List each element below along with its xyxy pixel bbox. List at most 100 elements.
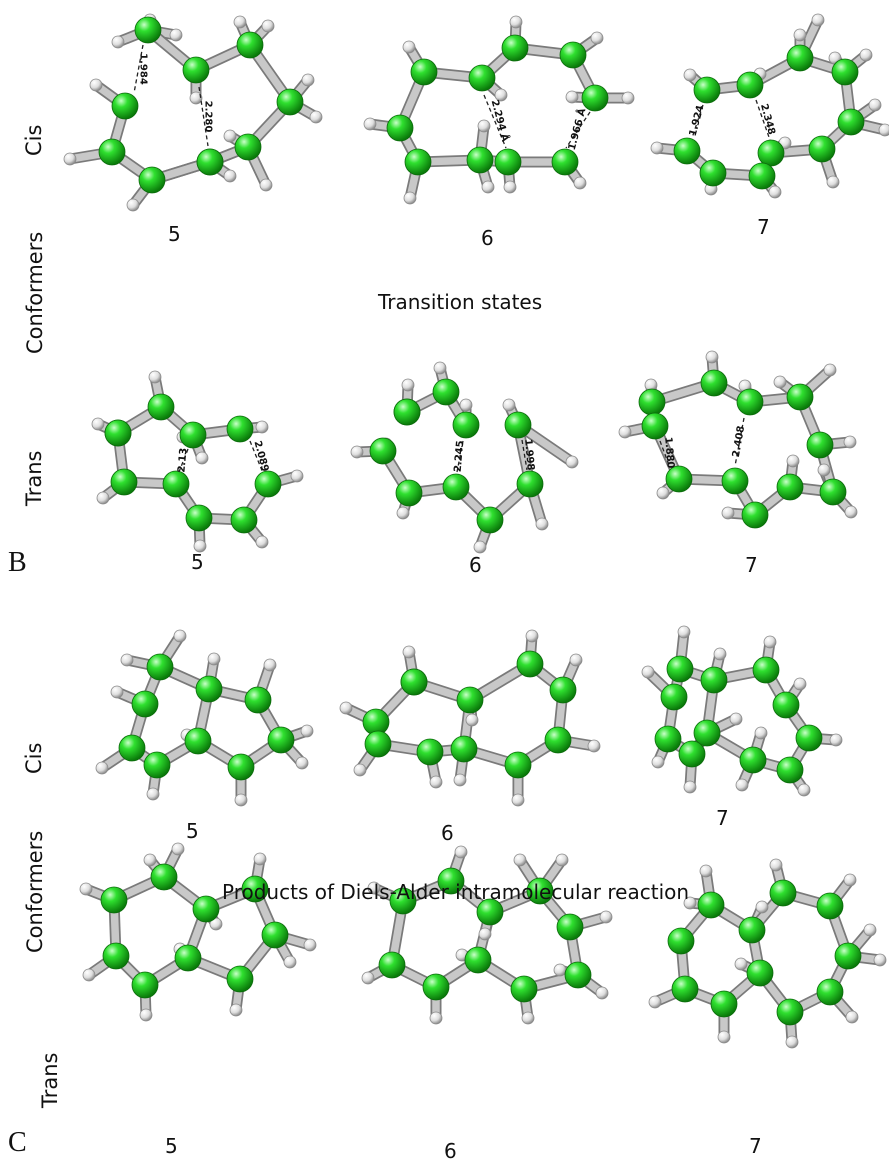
carbon-atom xyxy=(693,719,721,747)
carbon-atom xyxy=(808,135,836,163)
hydrogen-atom xyxy=(503,180,517,194)
hydrogen-atom xyxy=(478,927,492,941)
hydrogen-atom xyxy=(223,169,237,183)
hydrogen-atom xyxy=(793,677,807,691)
label-trans-7-ts: 7 xyxy=(745,553,758,577)
carbon-atom xyxy=(700,369,728,397)
hydrogen-atom xyxy=(465,713,479,727)
carbon-atom xyxy=(254,470,282,498)
hydrogen-atom xyxy=(367,881,381,895)
carbon-atom xyxy=(510,975,538,1003)
hydrogen-atom xyxy=(309,110,323,124)
carbon-atom xyxy=(551,148,579,176)
carbon-atom xyxy=(693,76,721,104)
hydrogen-atom xyxy=(361,971,375,985)
hydrogen-atom xyxy=(699,864,713,878)
hydrogen-atom xyxy=(146,787,160,801)
hydrogen-atom xyxy=(573,176,587,190)
carbon-atom xyxy=(442,473,470,501)
carbon-atom xyxy=(834,942,862,970)
forming-bond-line xyxy=(483,94,507,149)
carbon-atom xyxy=(665,465,693,493)
carbon-atom xyxy=(752,656,780,684)
hydrogen-atom xyxy=(143,853,157,867)
hydrogen-atom xyxy=(683,896,697,910)
carbon-atom xyxy=(786,44,814,72)
carbon-atom xyxy=(564,961,592,989)
hydrogen-atom xyxy=(82,968,96,982)
carbon-atom xyxy=(795,724,823,752)
distance-label: 2.294 Å xyxy=(489,98,513,143)
carbon-atom xyxy=(267,726,295,754)
label-cis-5-ts: 5 xyxy=(168,222,181,246)
carbon-atom xyxy=(437,867,465,895)
distance-label: 1.998 xyxy=(522,439,536,472)
hydrogen-atom xyxy=(826,175,840,189)
hydrogen-atom xyxy=(873,953,887,967)
carbon-atom xyxy=(710,990,738,1018)
row-label-cis-b: Cis xyxy=(22,124,46,156)
hydrogen-atom xyxy=(677,625,691,639)
label-cis-7-ts: 7 xyxy=(757,215,770,239)
carbon-atom xyxy=(741,501,769,529)
hydrogen-atom xyxy=(402,645,416,659)
product-trans-5 xyxy=(79,842,317,1022)
carbon-atom xyxy=(102,942,130,970)
hydrogen-atom xyxy=(683,780,697,794)
hydrogen-atom xyxy=(350,445,364,459)
carbon-atom xyxy=(476,898,504,926)
hydrogen-atom xyxy=(259,178,273,192)
carbon-atom xyxy=(544,726,572,754)
carbon-atom xyxy=(131,971,159,999)
hydrogen-atom xyxy=(223,129,237,143)
carbon-atom xyxy=(654,725,682,753)
carbon-atom xyxy=(192,895,220,923)
hydrogen-atom xyxy=(110,685,124,699)
carbon-atom xyxy=(100,886,128,914)
hydrogen-atom xyxy=(863,923,877,937)
carbon-atom xyxy=(184,727,212,755)
forming-bond-line xyxy=(249,440,264,474)
hydrogen-atom xyxy=(768,185,782,199)
hydrogen-atom xyxy=(683,68,697,82)
hydrogen-atom xyxy=(785,1035,799,1049)
forming-bond-line xyxy=(133,44,144,94)
hydrogen-atom xyxy=(189,91,203,105)
title-products-diels-alder: Products of Diels-Alder intramolecular r… xyxy=(222,880,690,904)
carbon-atom xyxy=(697,891,725,919)
carbon-atom xyxy=(196,148,224,176)
hydrogen-atom xyxy=(590,31,604,45)
carbon-atom xyxy=(806,431,834,459)
distance-trans-5-b: 2.089 xyxy=(249,440,270,474)
label-trans-6-product: 6 xyxy=(444,1139,457,1163)
carbon-atom xyxy=(837,108,865,136)
carbon-atom xyxy=(162,470,190,498)
hydrogen-atom xyxy=(429,775,443,789)
hydrogen-atom xyxy=(283,955,297,969)
distance-label: 1.966 Å xyxy=(565,106,589,151)
carbon-atom xyxy=(236,31,264,59)
hydrogen-atom xyxy=(126,198,140,212)
hydrogen-atom xyxy=(823,363,837,377)
hydrogen-atom xyxy=(650,141,664,155)
hydrogen-atom xyxy=(844,505,858,519)
carbon-atom xyxy=(666,655,694,683)
carbon-atom xyxy=(739,746,767,774)
carbon-atom xyxy=(738,916,766,944)
carbon-atom xyxy=(111,92,139,120)
ts-trans-7 xyxy=(618,350,858,529)
carbon-atom xyxy=(556,913,584,941)
hydrogen-atom xyxy=(868,98,882,112)
hydrogen-atom xyxy=(301,73,315,87)
hydrogen-atom xyxy=(734,957,748,971)
carbon-atom xyxy=(468,64,496,92)
carbon-atom xyxy=(146,653,174,681)
row-label-trans-c: Trans xyxy=(38,1052,62,1109)
hydrogen-atom xyxy=(535,517,549,531)
carbon-atom xyxy=(736,71,764,99)
hydrogen-atom xyxy=(96,491,110,505)
product-trans-7 xyxy=(648,858,887,1049)
distance-cis-7-a: 1.924 xyxy=(688,104,707,139)
distance-label: 1.880 xyxy=(662,437,676,470)
